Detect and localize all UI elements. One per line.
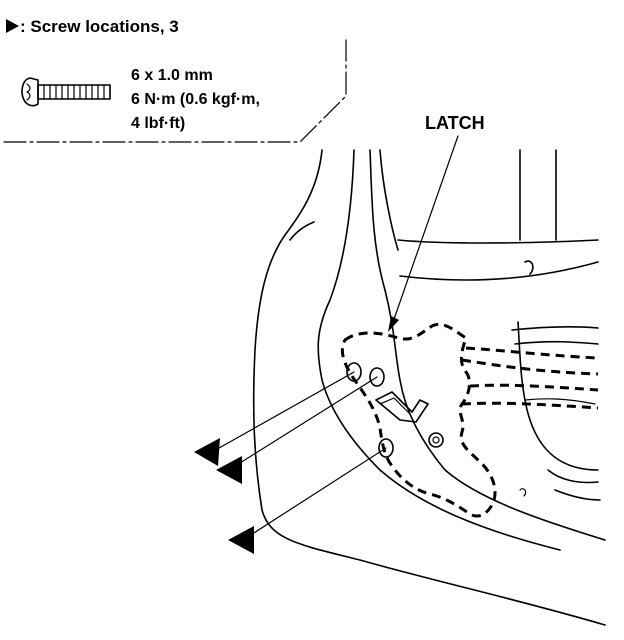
door-body-outline xyxy=(252,149,606,626)
arrow-head-icon xyxy=(216,456,242,484)
screw-hole-lower xyxy=(378,438,394,458)
spec-torque-line2: 4 lbf·ft) xyxy=(131,115,185,132)
legend-marker-icon xyxy=(6,19,19,33)
latch-label: LATCH xyxy=(425,113,485,133)
legend-frame xyxy=(3,39,347,143)
legend-screw-locations: : Screw locations, 3 xyxy=(20,17,179,36)
hidden-latch-mechanism xyxy=(340,323,599,518)
latch-leader-line xyxy=(392,135,459,323)
latch-callout: LATCH xyxy=(388,113,485,332)
spec-size: 6 x 1.0 mm xyxy=(131,67,213,84)
spec-torque-line1: 6 N·m (0.6 kgf·m, xyxy=(131,91,260,108)
legend: : Screw locations, 3 6 x 1.0 mm 6 N·m (0… xyxy=(3,17,347,143)
flat-head-screw-icon xyxy=(21,77,111,107)
screw-hole-upper-left xyxy=(346,362,362,382)
arrow-head-icon xyxy=(228,526,254,554)
arrow-head-icon xyxy=(194,438,220,466)
screw-hole-upper-right xyxy=(369,367,385,387)
screw-holes xyxy=(346,362,394,458)
screw-arrows xyxy=(194,371,387,554)
